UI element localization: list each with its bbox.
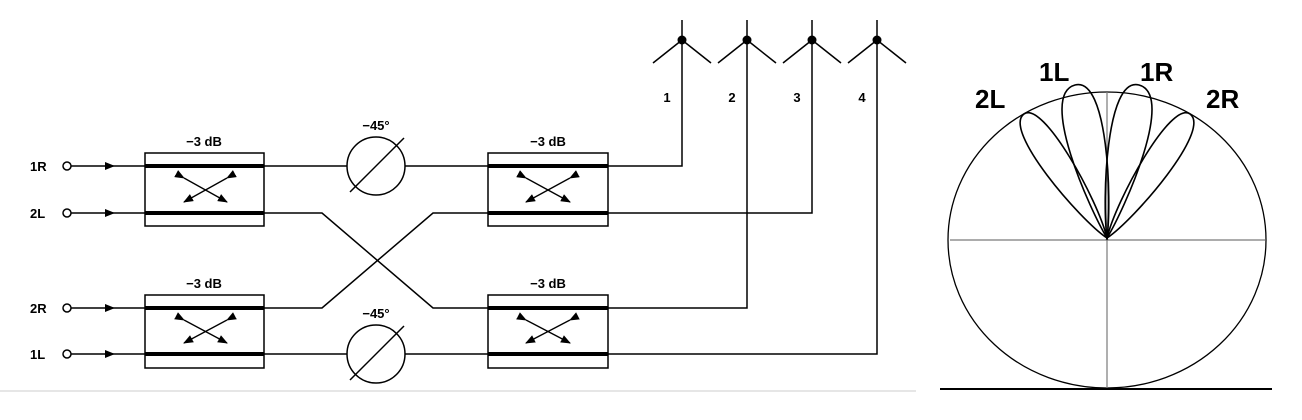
antenna-label: 4 — [858, 90, 866, 105]
antenna-1: 1 — [652, 20, 712, 105]
beam-label-2L: 2L — [975, 84, 1005, 114]
coupler-label: −3 dB — [530, 276, 566, 291]
beam-label-1L: 1L — [1039, 57, 1069, 87]
beam-lobe-2L — [1019, 111, 1109, 240]
phase-shifter-bottom: −45° — [346, 306, 406, 384]
antenna-label: 3 — [793, 90, 800, 105]
coupler-label: −3 dB — [530, 134, 566, 149]
beam-label-2R: 2R — [1206, 84, 1239, 114]
input-label-1L: 1L — [30, 347, 45, 362]
beam-label-1R: 1R — [1140, 57, 1173, 87]
antenna-4: 4 — [847, 20, 907, 105]
beam-lobe-2R — [1105, 111, 1195, 240]
antenna-label: 2 — [728, 90, 735, 105]
phase-shifter-top: −45° — [346, 118, 406, 196]
antenna-2: 2 — [717, 20, 777, 105]
antenna-label: 1 — [663, 90, 670, 105]
antenna-3: 3 — [782, 20, 842, 105]
coupler-top-left: −3 dB — [144, 134, 265, 227]
transmission-lines — [114, 40, 878, 355]
beam-lobe-1L — [1061, 84, 1110, 241]
coupler-label: −3 dB — [186, 134, 222, 149]
phase-shift-label: −45° — [362, 118, 389, 133]
coupler-top-right: −3 dB — [487, 134, 609, 227]
input-arrows — [71, 162, 115, 358]
input-label-1R: 1R — [30, 159, 47, 174]
beam-pattern-diagram: 2L 1L 1R 2R — [940, 57, 1272, 390]
butler-matrix-circuit: 1R 2L 2R 1L — [0, 20, 916, 392]
input-label-2L: 2L — [30, 206, 45, 221]
coupler-bottom-left: −3 dB — [144, 276, 265, 369]
input-terminals — [62, 161, 72, 359]
coupler-label: −3 dB — [186, 276, 222, 291]
beam-lobe-1R — [1104, 84, 1153, 241]
coupler-bottom-right: −3 dB — [487, 276, 609, 369]
input-label-2R: 2R — [30, 301, 47, 316]
phase-shift-label: −45° — [362, 306, 389, 321]
